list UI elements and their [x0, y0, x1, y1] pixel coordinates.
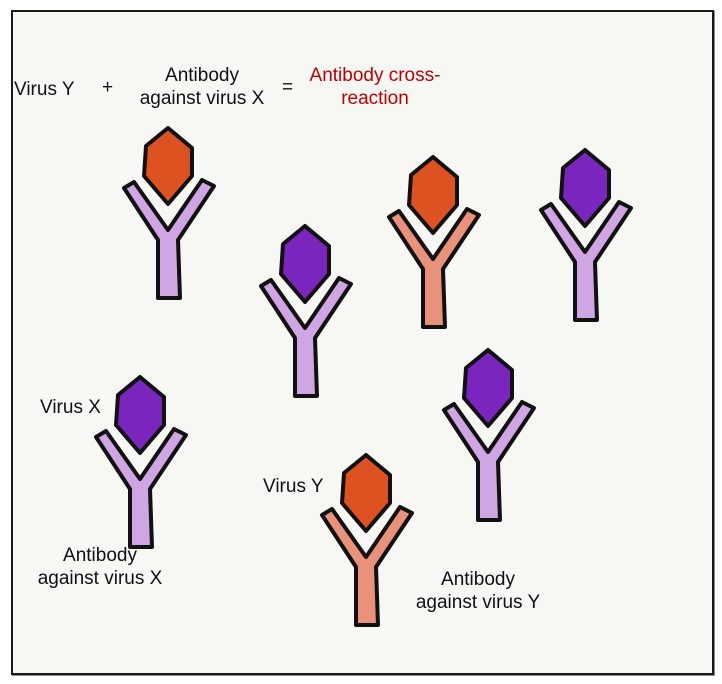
label-antibody-y-line2: against virus Y	[415, 592, 541, 613]
virus-y-icon	[407, 155, 459, 235]
label-virus-x: Virus X	[40, 397, 101, 418]
antibody-x-icon	[539, 200, 633, 322]
antibody-x-icon	[442, 400, 536, 522]
equation-result-line2: reaction	[341, 88, 409, 109]
virus-y-icon	[142, 126, 194, 206]
equation-result: Antibody cross- reaction	[305, 64, 445, 110]
complex-center-left	[259, 224, 353, 398]
complex-cross-reaction-top-left	[122, 126, 216, 300]
equation-result-line1: Antibody cross-	[309, 65, 441, 86]
equation-antibody-x: Antibody against virus X	[126, 64, 278, 110]
equation-antibody-x-line2: against virus X	[139, 88, 265, 109]
antibody-y-icon	[387, 207, 481, 329]
virus-y-icon	[340, 453, 392, 533]
complex-center-right	[442, 348, 536, 522]
label-virus-y: Virus Y	[263, 476, 324, 497]
equation-virus-y: Virus Y	[14, 79, 75, 100]
antibody-y-icon	[320, 505, 414, 627]
label-antibody-x-line1: Antibody	[63, 545, 137, 566]
label-antibody-y: Antibody against virus Y	[403, 568, 553, 614]
antibody-x-icon	[259, 276, 353, 398]
label-antibody-x: Antibody against virus X	[30, 544, 170, 590]
complex-top-right	[539, 148, 633, 322]
virus-x-icon	[462, 348, 514, 428]
virus-x-icon	[114, 375, 166, 455]
virus-x-icon	[559, 148, 611, 228]
complex-bottom-left-labeled	[94, 375, 188, 549]
complex-top-center-right	[387, 155, 481, 329]
antibody-x-icon	[94, 427, 188, 549]
label-antibody-x-line2: against virus X	[37, 568, 163, 589]
virus-x-icon	[279, 224, 331, 304]
label-antibody-y-line1: Antibody	[441, 569, 515, 590]
antibody-x-icon	[122, 178, 216, 300]
equation-equals: =	[282, 77, 294, 98]
equation-antibody-x-line1: Antibody	[165, 65, 239, 86]
complex-bottom-center-labeled	[320, 453, 414, 627]
equation-plus: +	[102, 77, 114, 98]
